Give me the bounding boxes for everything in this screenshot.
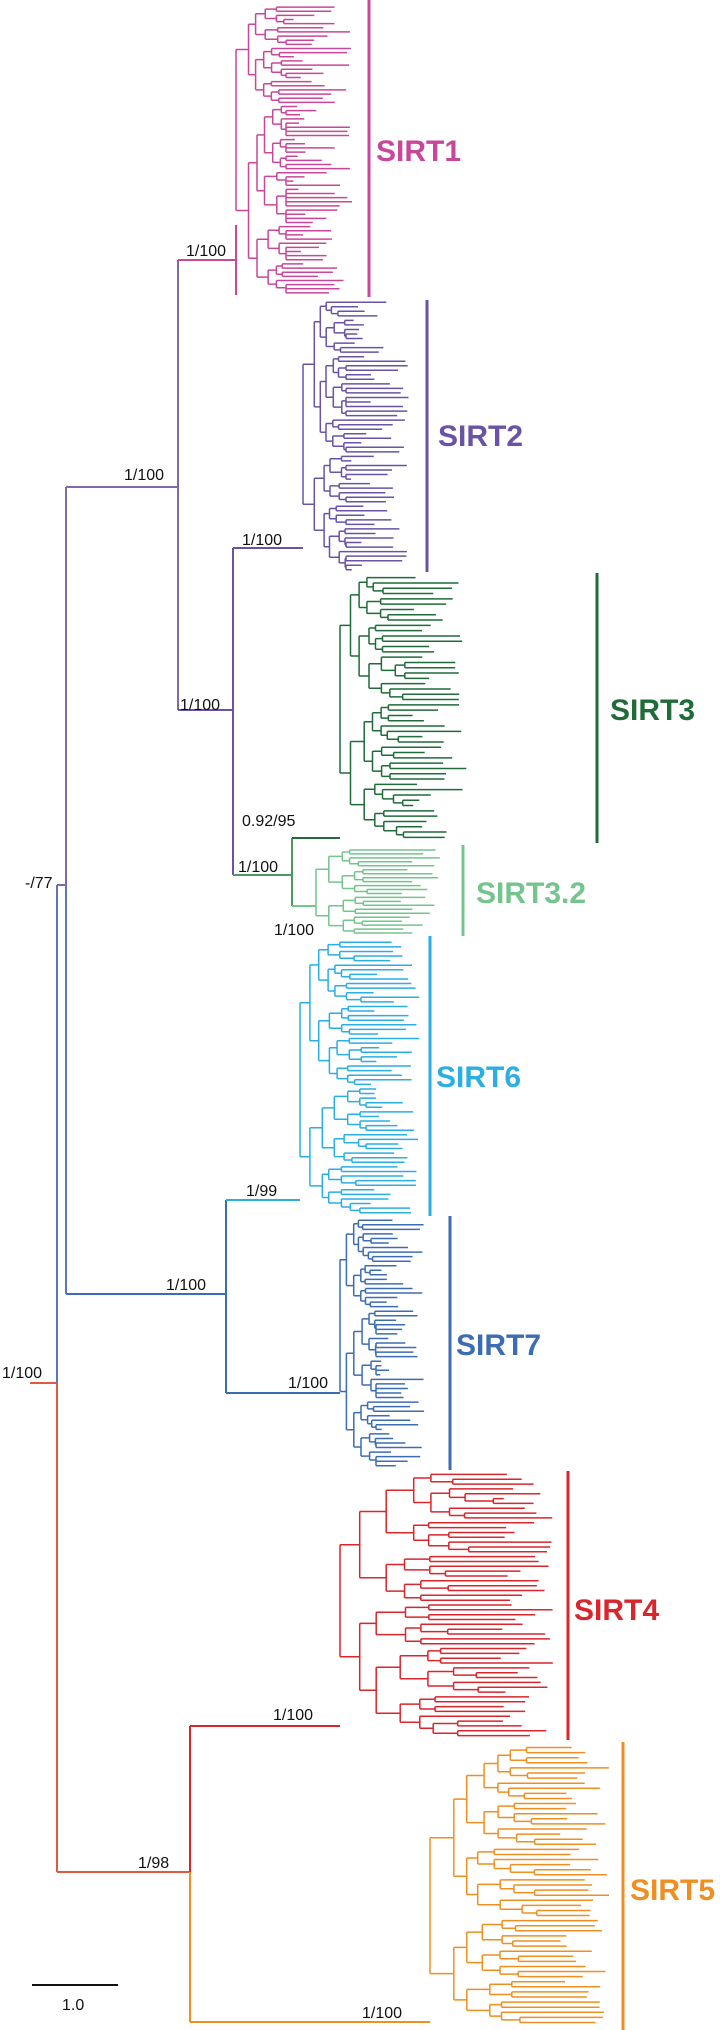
support-sirt32: 1/100 [274, 922, 314, 939]
support-sirt7: 1/100 [288, 1375, 328, 1392]
clade-label-sirt6: SIRT6 [436, 1061, 521, 1094]
scale-bar: 1.0 [32, 1984, 118, 2014]
sirt4-subtree [339, 1473, 553, 1737]
support-sirt5: 1/100 [362, 2005, 402, 2022]
sirt6-subtree [299, 941, 420, 1214]
support-sirt45: 1/98 [138, 1855, 169, 1872]
clade-label-sirt7: SIRT7 [456, 1329, 541, 1362]
support-root: 1/100 [2, 1365, 42, 1382]
clade-label-sirt32: SIRT3.2 [476, 877, 586, 910]
support-sirt6: 1/99 [246, 1183, 277, 1200]
sirt3-subtree [339, 576, 467, 839]
clade-label-sirt5: SIRT5 [630, 1874, 715, 1907]
support-sirt4: 1/100 [273, 1707, 313, 1724]
sirt2-subtree [302, 301, 409, 571]
sirt32-subtree [315, 849, 440, 934]
support-sirt3: 0.92/95 [242, 813, 295, 830]
sirt1-subtree [235, 6, 352, 294]
support-sirt3group: 1/100 [180, 697, 220, 714]
clade-label-sirt2: SIRT2 [438, 420, 523, 453]
clade-label-sirt3: SIRT3 [610, 694, 695, 727]
clade-label-sirt4: SIRT4 [574, 1594, 659, 1627]
support-sirt2: 1/100 [242, 532, 282, 549]
support-values: 1/100 -/77 1/100 1/100 1/100 1/100 0.92/… [2, 243, 402, 2022]
support-n77: -/77 [25, 875, 53, 892]
clade-bars [367, 0, 625, 2030]
support-sirt3-32: 1/100 [238, 859, 278, 876]
scale-bar-label: 1.0 [62, 1997, 84, 2014]
support-sirt1: 1/100 [186, 243, 226, 260]
clade-labels: SIRT1 SIRT2 SIRT3 SIRT3.2 SIRT6 SIRT7 SI… [376, 135, 715, 1907]
support-sirt12: 1/100 [124, 467, 164, 484]
clade-subtrees [235, 6, 609, 2024]
clade-label-sirt1: SIRT1 [376, 135, 461, 168]
tree-backbone [30, 225, 430, 2023]
support-sirt67: 1/100 [166, 1277, 206, 1294]
sirt5-subtree [429, 1746, 609, 2024]
sirt7-subtree [339, 1219, 425, 1467]
